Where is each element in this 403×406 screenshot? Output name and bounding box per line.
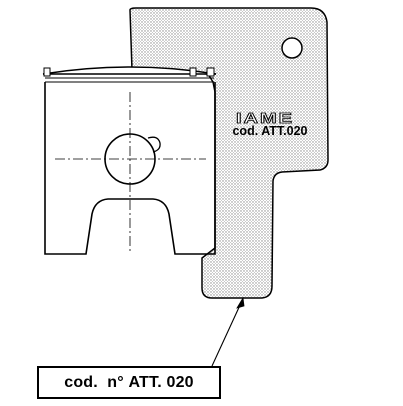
code-label-box: cod. n° ATT. 020 [37,366,221,399]
brand-logo-text: IAME [236,109,294,126]
code-prefix: cod. [64,373,98,391]
leader-arrowhead [236,296,245,309]
leader-line [211,302,242,367]
piston-skirt [44,82,216,255]
code-value: ATT. 020 [128,373,194,391]
code-number-symbol: n° [107,373,124,391]
engraved-code: cod. ATT.020 [232,124,307,138]
piston [42,66,217,255]
brand-logo: IAME [236,109,294,127]
hanging-hole [281,37,303,59]
